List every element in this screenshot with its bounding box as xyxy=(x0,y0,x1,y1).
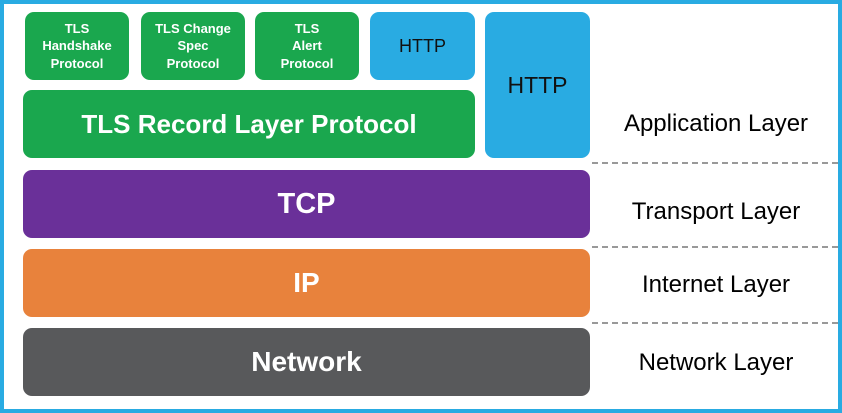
layer-divider xyxy=(592,246,838,248)
http-box-small: HTTP xyxy=(370,12,475,80)
ip-box: IP xyxy=(23,249,590,317)
application-layer-label: Application Layer xyxy=(623,110,809,137)
tls-record-layer-protocol-box: TLS Record Layer Protocol xyxy=(23,90,475,158)
layer-divider xyxy=(592,322,838,324)
internet-layer-label: Internet Layer xyxy=(641,271,791,298)
tls-handshake-protocol-box: TLS Handshake Protocol xyxy=(25,12,129,80)
network-layer-label: Network Layer xyxy=(638,349,794,376)
http-box-tall: HTTP xyxy=(485,12,590,158)
tls-change-spec-protocol-box: TLS Change Spec Protocol xyxy=(141,12,245,80)
transport-layer-label: Transport Layer xyxy=(631,198,801,225)
tls-alert-protocol-box: TLS Alert Protocol xyxy=(255,12,359,80)
layer-divider xyxy=(592,162,838,164)
network-box: Network xyxy=(23,328,590,396)
tcp-box: TCP xyxy=(23,170,590,238)
